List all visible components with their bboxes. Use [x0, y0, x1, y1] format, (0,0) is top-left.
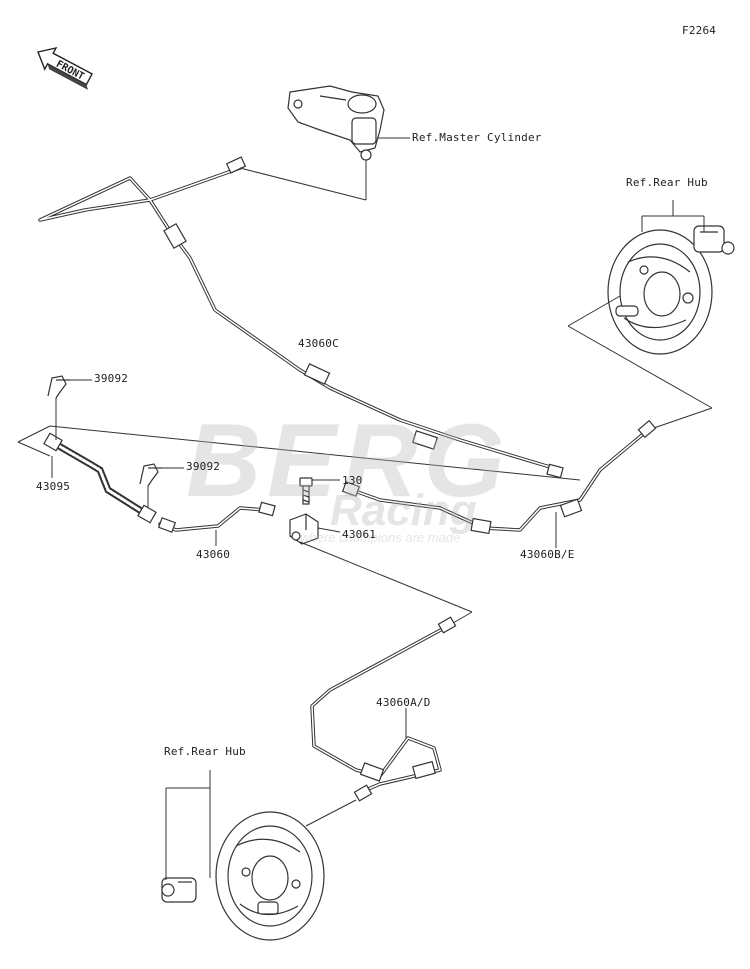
- front-arrow-icon: FRONT: [37, 46, 93, 90]
- label-rear-hub-left: Ref.Rear Hub: [164, 745, 246, 758]
- label-clamp-top: 39092: [94, 372, 129, 385]
- label-bolt: 130: [342, 474, 363, 487]
- rear-hub-left-icon: [161, 811, 325, 941]
- label-clamp-mid: 39092: [186, 460, 221, 473]
- label-pipe-43060ad: 43060A/D: [376, 696, 431, 709]
- label-joint: 43061: [342, 528, 377, 541]
- label-rear-hub-right: Ref.Rear Hub: [626, 176, 708, 189]
- label-pipe-43060: 43060: [196, 548, 231, 561]
- joint-icon: [289, 513, 319, 545]
- clamp-mid-icon: [139, 463, 162, 487]
- bolt-icon: [299, 477, 313, 505]
- label-master-cylinder: Ref.Master Cylinder: [412, 131, 542, 144]
- figure-code: F2264: [682, 24, 717, 37]
- hose-43095-icon: [43, 432, 157, 524]
- label-pipe-43060c: 43060C: [298, 337, 339, 350]
- label-hose: 43095: [36, 480, 71, 493]
- label-pipe-43060be: 43060B/E: [520, 548, 575, 561]
- rear-hub-right-icon: [607, 225, 735, 355]
- master-cylinder-icon: [287, 85, 385, 161]
- pipe-43060c: [38, 166, 562, 472]
- clamp-top-icon: [47, 375, 70, 399]
